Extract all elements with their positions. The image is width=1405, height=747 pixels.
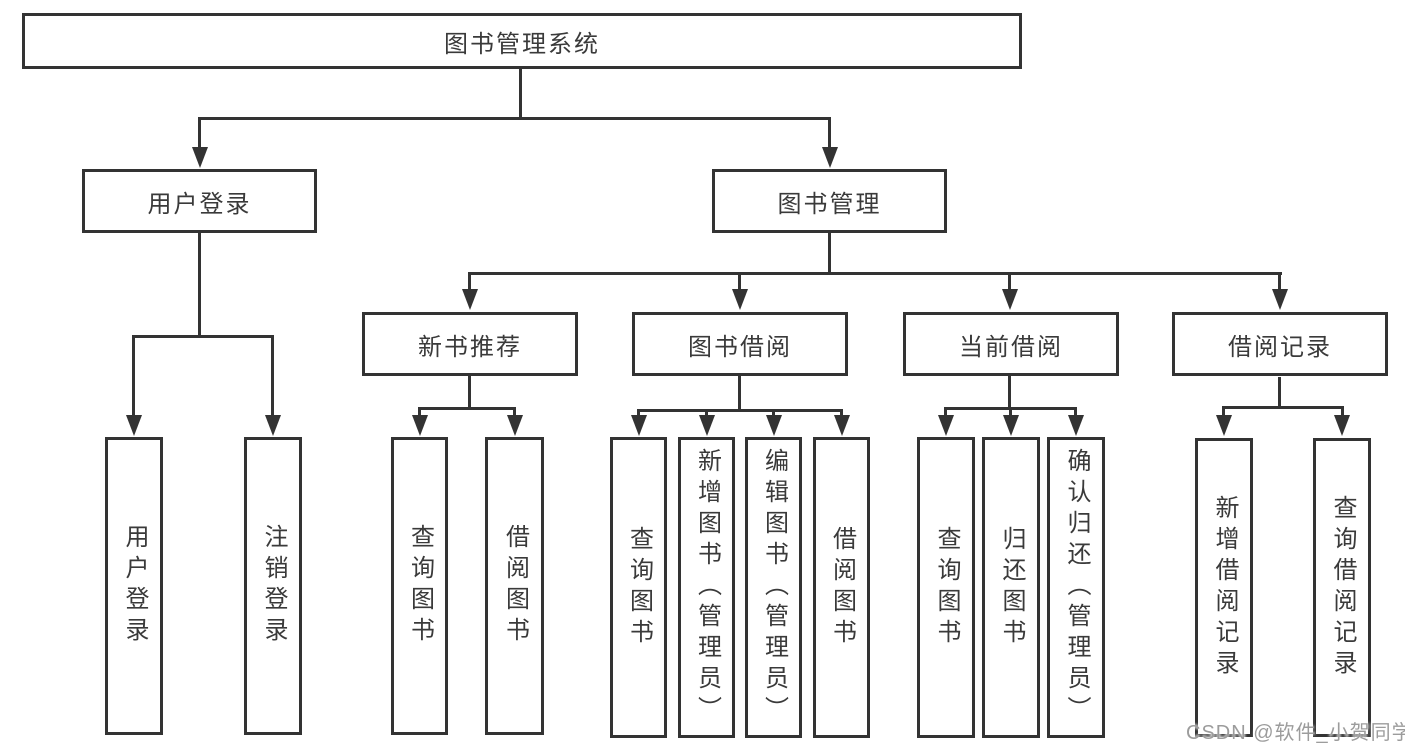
connector-line	[1008, 272, 1011, 291]
connector-line	[1074, 407, 1077, 416]
leaf-borrow-query-book: 查询图书	[610, 437, 667, 738]
node-current-borrow: 当前借阅	[903, 312, 1119, 376]
connector-line	[132, 335, 274, 338]
connector-line	[637, 409, 640, 416]
arrowhead-down-icon	[1271, 289, 1288, 310]
connector-line	[840, 409, 843, 416]
connector-line	[468, 272, 1282, 275]
connector-line	[1008, 375, 1011, 407]
connector-line	[418, 407, 516, 410]
leaf-record-query-record: 查询借阅记录	[1313, 438, 1371, 737]
leaf-borrow-edit-book-admin: 编辑图书（管理员）	[745, 437, 802, 738]
watermark: CSDN @软件_小贺同学	[1186, 722, 1405, 744]
arrowhead-down-icon	[833, 415, 850, 436]
arrowhead-down-icon	[630, 415, 647, 436]
arrowhead-down-icon	[265, 415, 281, 436]
arrowhead-down-icon	[191, 147, 208, 168]
connector-line	[828, 233, 831, 272]
arrowhead-down-icon	[1334, 415, 1350, 436]
connector-line	[1341, 406, 1344, 416]
connector-line	[637, 409, 843, 412]
node-user-login: 用户登录	[82, 169, 317, 233]
connector-line	[828, 117, 831, 148]
connector-line	[1278, 272, 1281, 291]
leaf-current-confirm-return-admin: 确认归还（管理员）	[1047, 437, 1105, 738]
connector-line	[1222, 406, 1344, 409]
connector-line	[418, 407, 421, 416]
connector-line	[271, 335, 274, 416]
connector-line	[1222, 406, 1225, 416]
leaf-logout: 注销登录	[244, 437, 302, 735]
leaf-newbook-query-book: 查询图书	[391, 437, 448, 735]
arrowhead-down-icon	[411, 415, 428, 436]
connector-line	[944, 407, 947, 416]
arrowhead-down-icon	[126, 415, 142, 436]
connector-line	[198, 233, 201, 335]
arrowhead-down-icon	[1068, 415, 1084, 436]
connector-line	[1278, 377, 1281, 406]
arrowhead-down-icon	[461, 289, 478, 310]
connector-line	[1009, 407, 1012, 416]
leaf-borrow-borrow-book: 借阅图书	[813, 437, 870, 738]
arrowhead-down-icon	[765, 415, 782, 436]
arrowhead-down-icon	[1003, 415, 1019, 436]
arrowhead-down-icon	[1216, 415, 1232, 436]
connector-line	[132, 335, 135, 416]
node-borrow-record: 借阅记录	[1172, 312, 1388, 376]
arrowhead-down-icon	[506, 415, 523, 436]
connector-line	[198, 117, 831, 120]
connector-line	[738, 375, 741, 409]
leaf-record-add-record: 新增借阅记录	[1195, 438, 1253, 737]
node-root-library-system: 图书管理系统	[22, 13, 1022, 69]
arrowhead-down-icon	[698, 415, 715, 436]
leaf-current-query-book: 查询图书	[917, 437, 975, 738]
connector-line	[513, 407, 516, 416]
leaf-current-return-book: 归还图书	[982, 437, 1040, 738]
connector-line	[738, 272, 741, 291]
connector-line	[468, 272, 471, 291]
connector-line	[772, 409, 775, 416]
arrowhead-down-icon	[1001, 289, 1018, 310]
connector-line	[468, 375, 471, 407]
leaf-borrow-add-book-admin: 新增图书（管理员）	[678, 437, 735, 738]
connector-line	[519, 69, 522, 117]
connector-line	[705, 409, 708, 416]
arrowhead-down-icon	[731, 289, 748, 310]
arrowhead-down-icon	[821, 147, 838, 168]
connector-line	[198, 117, 201, 148]
arrowhead-down-icon	[938, 415, 954, 436]
node-book-management: 图书管理	[712, 169, 947, 233]
leaf-newbook-borrow-book: 借阅图书	[485, 437, 544, 735]
node-book-borrow: 图书借阅	[632, 312, 848, 376]
leaf-user-login: 用户登录	[105, 437, 163, 735]
node-new-book-recommend: 新书推荐	[362, 312, 578, 376]
